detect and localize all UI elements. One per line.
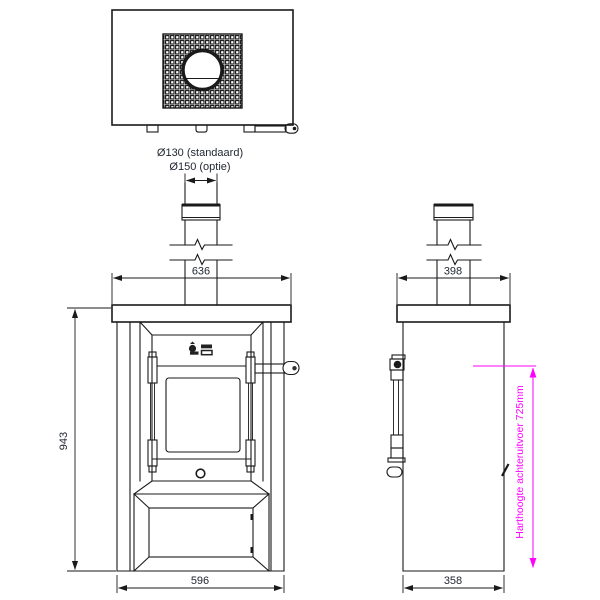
front-legs [116,321,285,572]
rear-outlet-label: Harthoogte achteruitvoer 725mm [514,385,526,539]
door-glass-window [165,377,241,453]
front-base-pedestal [133,480,270,572]
door-handle-side [386,354,406,478]
flue-dimension: Ø130 (standaard) Ø150 (optie) [157,147,243,187]
flue-standard-label: Ø130 (standaard) [157,147,243,159]
side-chimney-pipe [426,203,482,306]
front-top-plate [111,304,292,323]
top-view-handle-tip [292,126,297,131]
top-view [111,9,299,134]
dim-value-358: 358 [444,575,462,587]
dimension-side-top-width: 398 [396,266,511,304]
dimension-rear-outlet-height: Harthoogte achteruitvoer 725mm [473,365,537,568]
dimension-front-height: 943 [58,307,116,572]
dim-value-596: 596 [191,575,209,587]
pipe-break-symbol [169,238,233,251]
flue-grate [162,33,243,109]
top-view-handle-bar [254,125,287,133]
pipe-break-symbol [426,238,482,251]
top-view-tab-right [243,124,256,133]
base-door-panel [148,507,254,558]
brand-logo-icon [188,341,213,356]
top-view-tab-middle [195,124,208,133]
front-body [139,321,264,482]
stove-door [151,334,252,482]
flue-opening [181,48,224,92]
dimension-front-top-width: 636 [111,266,292,304]
door-handle-front [254,360,300,376]
flue-option-label: Ø150 (optie) [169,161,230,173]
top-view-tab-left [146,124,159,133]
side-view: 398 Harthoogte achteruitvoer 725mm [386,203,537,593]
dim-value-943: 943 [58,432,70,450]
pipe-break-symbol [426,253,482,266]
side-body [402,321,505,572]
door-hinges-left [147,351,158,473]
dim-value-636: 636 [192,266,210,278]
dim-value-398: 398 [444,266,462,278]
pipe-break-symbol [169,253,233,266]
dimension-side-bottom-width: 358 [402,575,505,593]
side-top-plate [396,304,511,323]
air-control-knob [195,468,206,479]
dimension-front-bottom-width: 596 [116,575,285,593]
front-chimney-pipe [169,182,233,306]
door-hinges-right [245,351,256,473]
top-view-handle-cap [284,123,299,134]
top-plate-outline [111,9,294,126]
front-view: 636 [58,182,300,593]
rear-outlet-mark [501,463,510,477]
